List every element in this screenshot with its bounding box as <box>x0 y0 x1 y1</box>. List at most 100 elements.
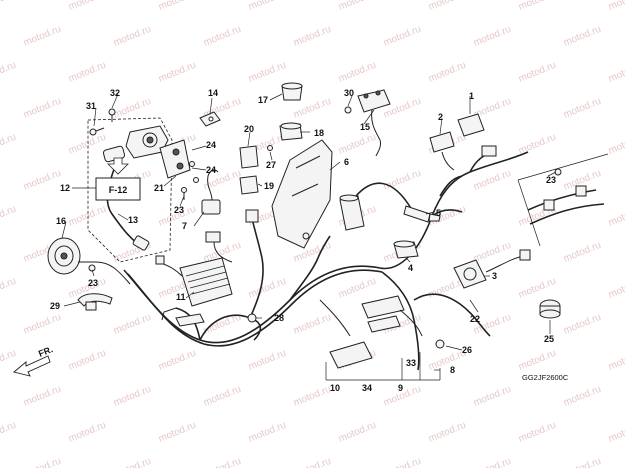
callout-5: 5 <box>436 208 441 218</box>
watermark-text: motod.ru <box>562 240 603 265</box>
regulator-rectifier <box>155 255 233 307</box>
watermark-text: motod.ru <box>607 276 625 301</box>
watermark-text: motod.ru <box>472 240 513 265</box>
watermark-text: motod.ru <box>0 132 18 157</box>
callout-10: 10 <box>330 383 340 393</box>
watermark-text: motod.ru <box>247 420 288 445</box>
watermark-text: motod.ru <box>562 384 603 409</box>
watermark-text: motod.ru <box>247 348 288 373</box>
callout-2: 2 <box>438 112 443 122</box>
watermark-text: motod.ru <box>22 24 63 49</box>
watermark-text: motod.ru <box>67 0 108 13</box>
watermark-text: motod.ru <box>337 276 378 301</box>
callout-23c: 23 <box>546 175 556 185</box>
watermark-text: motod.ru <box>517 60 558 85</box>
watermark-text: motod.ru <box>517 420 558 445</box>
watermark-text: motod.ru <box>0 0 18 13</box>
watermark-text: motod.ru <box>607 0 625 13</box>
watermark-text: motod.ru <box>67 60 108 85</box>
callout-12: 12 <box>60 183 70 193</box>
watermark-text: motod.ru <box>607 60 625 85</box>
callout-34: 34 <box>362 383 372 393</box>
watermark-text: motod.ru <box>67 204 108 229</box>
watermark-text: motod.ru <box>112 96 153 121</box>
watermark-text: motod.ru <box>112 24 153 49</box>
callout-22: 22 <box>470 314 480 324</box>
watermark-text: motod.ru <box>517 348 558 373</box>
watermark-text: motod.ru <box>157 60 198 85</box>
callout-29: 29 <box>50 301 60 311</box>
watermark-text: motod.ru <box>0 420 18 445</box>
watermark-text: motod.ru <box>427 0 468 13</box>
neutral-switch <box>453 249 531 289</box>
watermark-text: motod.ru <box>517 0 558 13</box>
watermark-text: motod.ru <box>0 204 18 229</box>
leader-lines <box>61 93 557 371</box>
front-label: FR. <box>37 344 54 359</box>
watermark-text: motod.ru <box>562 312 603 337</box>
watermark-text: motod.ru <box>0 276 18 301</box>
horn <box>47 237 131 285</box>
watermark-text: motod.ru <box>247 276 288 301</box>
watermark-text: motod.ru <box>517 276 558 301</box>
watermark-text: motod.ru <box>292 456 333 468</box>
watermark-text: motod.ru <box>157 348 198 373</box>
callout-32: 32 <box>110 88 120 98</box>
callout-24a: 24 <box>206 140 216 150</box>
callout-16: 16 <box>56 216 66 226</box>
ignition-key <box>199 111 221 127</box>
callout-23b: 23 <box>174 205 184 215</box>
watermark-text: motod.ru <box>607 420 625 445</box>
callout-8: 8 <box>450 365 455 375</box>
watermark-text: motod.ru <box>67 132 108 157</box>
callout-3: 3 <box>492 271 497 281</box>
watermark-text: motod.ru <box>562 24 603 49</box>
watermark-text: motod.ru <box>157 0 198 13</box>
watermark-text: motod.ru <box>427 60 468 85</box>
watermark-text: motod.ru <box>202 456 243 468</box>
grommet <box>539 299 561 319</box>
callout-25: 25 <box>544 334 554 344</box>
watermark-text: motod.ru <box>112 312 153 337</box>
watermark-text: motod.ru <box>382 168 423 193</box>
watermark-text: motod.ru <box>337 132 378 157</box>
arrow-front-icon <box>13 355 51 377</box>
watermark-text: motod.ru <box>22 168 63 193</box>
watermark-text: motod.ru <box>472 24 513 49</box>
watermark-text: motod.ru <box>67 348 108 373</box>
callout-9: 9 <box>398 383 403 393</box>
watermark-text: motod.ru <box>337 420 378 445</box>
switch-bracket <box>159 139 199 200</box>
callout-labels: 1 2 3 4 5 6 7 8 9 10 11 12 13 14 15 16 1… <box>50 88 556 393</box>
relay <box>201 169 233 263</box>
watermark-text: motod.ru <box>337 0 378 13</box>
callout-30: 30 <box>344 88 354 98</box>
watermark-text: motod.ru <box>472 168 513 193</box>
watermark-text: motod.ru <box>22 312 63 337</box>
watermark-text: motod.ru <box>607 348 625 373</box>
callout-13: 13 <box>128 215 138 225</box>
watermark-text: motod.ru <box>22 96 63 121</box>
watermark-text: motod.ru <box>562 456 603 468</box>
watermark-text: motod.ru <box>22 456 63 468</box>
reference-box-label: F-12 <box>109 185 128 195</box>
watermark-text: motod.ru <box>157 420 198 445</box>
starter-relay <box>344 89 391 157</box>
reference-box <box>95 177 141 201</box>
watermark-text: motod.ru <box>382 456 423 468</box>
watermark-text: motod.ru <box>247 60 288 85</box>
callout-24b: 24 <box>206 165 216 175</box>
electrical-cover <box>239 82 333 249</box>
switch-plates <box>247 295 445 369</box>
callout-18: 18 <box>314 128 324 138</box>
watermark-text: motod.ru <box>292 384 333 409</box>
callout-17: 17 <box>258 95 268 105</box>
watermark-text: motod.ru <box>292 312 333 337</box>
callout-11: 11 <box>176 292 186 302</box>
wire-clamp <box>77 293 113 311</box>
callout-brackets <box>325 352 441 381</box>
callout-4: 4 <box>408 263 413 273</box>
callout-7: 7 <box>182 221 187 231</box>
